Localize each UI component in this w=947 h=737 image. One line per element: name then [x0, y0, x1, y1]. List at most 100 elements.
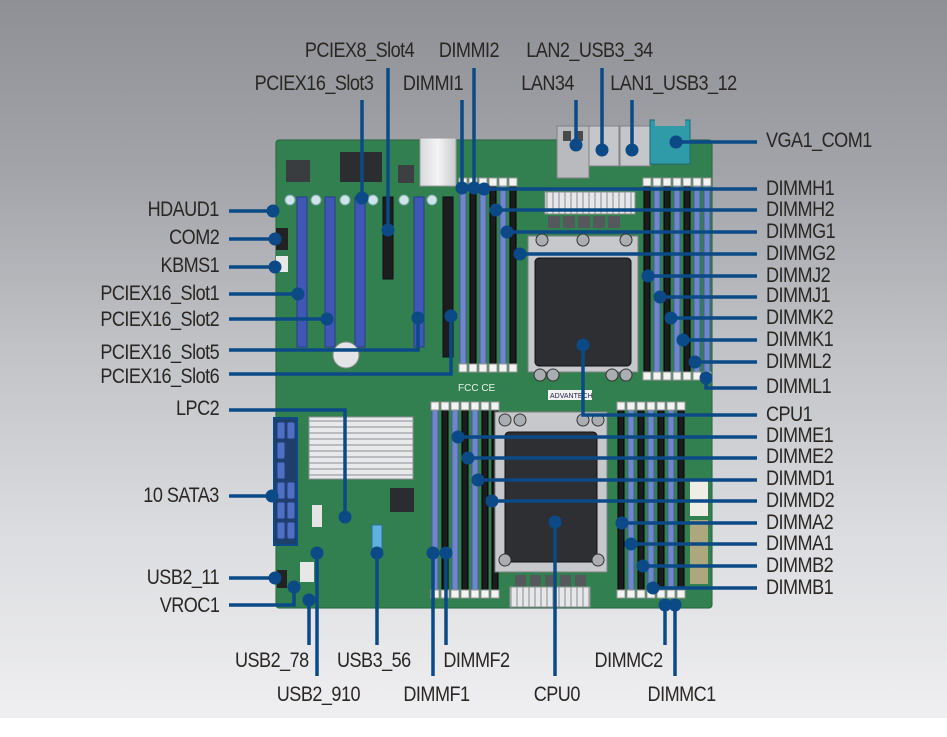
brand-marking: ADVANTECH — [550, 393, 593, 400]
label-pciex8-slot4: PCIEX8_Slot4 — [304, 39, 415, 62]
label-dimmc2: DIMMC2 — [594, 649, 664, 672]
dimm-bot-left-latch — [430, 401, 440, 411]
label-pciex16-slot2: PCIEX16_Slot2 — [100, 308, 219, 331]
sata-port — [276, 441, 286, 460]
leader-dot-dimma2 — [615, 516, 629, 530]
leader-dot-dimml2 — [688, 355, 702, 369]
dimm-top-left-latch — [488, 177, 498, 187]
dimm-bot-right-latch — [666, 401, 676, 411]
leader-line-lpc2 — [229, 408, 347, 517]
pcie-slot2 — [324, 196, 336, 348]
dimm-bot-right-latch — [646, 401, 656, 411]
leader-dot-dimmg1 — [500, 225, 514, 239]
dimm-bot-left-latch — [460, 589, 470, 599]
label-usb2-11: USB2_11 — [146, 566, 220, 589]
dimm-bot-left-latch — [450, 589, 460, 599]
dimm-bot-left-latch — [430, 589, 440, 599]
sata-port — [276, 521, 286, 540]
label-hdaud1: HDAUD1 — [147, 198, 220, 221]
label-dimmi2: DIMMI2 — [438, 39, 500, 62]
dimm-top-left-latch — [498, 177, 508, 187]
vrm-heatsink-bottom — [509, 586, 591, 608]
label-dimml1: DIMML1 — [766, 375, 832, 398]
pch-heatsink — [308, 416, 414, 480]
dimm-top-left-latch — [458, 363, 468, 373]
label-lan2-usb3-34: LAN2_USB3_34 — [526, 39, 653, 62]
leader-dot-pciex8-slot4 — [381, 223, 395, 237]
dimm-top-right-latch — [702, 177, 712, 187]
leader-dot-vroc1 — [287, 580, 301, 594]
leader-dot-dimmh1 — [477, 182, 491, 196]
leader-dot-dimmj1 — [653, 290, 667, 304]
label-pciex16-slot6: PCIEX16_Slot6 — [100, 365, 219, 388]
leader-dot-lan2-usb3-34 — [595, 143, 609, 157]
label-dimma2: DIMMA2 — [766, 511, 834, 534]
leader-line-dimml1 — [704, 378, 757, 390]
leader-dot-dimmk1 — [676, 333, 690, 347]
dimm-top-left-slot — [459, 185, 467, 365]
leader-dot-lpc2 — [338, 510, 352, 524]
pcie-slot1 — [296, 196, 308, 348]
dimm-bot-left-latch — [450, 401, 460, 411]
dimm-bot-right-latch — [626, 589, 636, 599]
label-dimmc1: DIMMC1 — [647, 683, 717, 706]
dimm-top-left-slot — [469, 185, 477, 365]
dimm-bot-right-latch — [616, 589, 626, 599]
label-dimmb1: DIMMB1 — [766, 576, 834, 599]
label-vroc1: VROC1 — [159, 594, 219, 617]
leader-dot-hdaud1 — [266, 204, 280, 218]
dimm-top-left-latch — [488, 363, 498, 373]
leader-dot-dimmb2 — [636, 559, 650, 573]
leader-dot-usb2-910 — [310, 546, 324, 560]
leader-line-pciex16-slot5 — [229, 318, 420, 352]
dimm-top-left-slot — [509, 185, 517, 365]
leader-dot-usb3-56 — [370, 546, 384, 560]
cpu0-socket — [504, 431, 598, 563]
leader-dot-dimma1 — [624, 537, 638, 551]
label-pciex16-slot1: PCIEX16_Slot1 — [100, 282, 219, 305]
leader-dot-com2 — [268, 232, 282, 246]
sata-port — [286, 501, 296, 520]
dimm-bot-left-latch — [460, 401, 470, 411]
label-dimmd1: DIMMD1 — [766, 467, 835, 490]
diagram-background: FCC CE ADVANTECH PCIEX8_Slot4 DIMMI2 LAN… — [0, 0, 947, 718]
dimm-bot-right-latch — [656, 589, 666, 599]
dimm-bot-right-latch — [636, 589, 646, 599]
leader-dot-dimme1 — [451, 430, 465, 444]
small-heatsink — [419, 137, 457, 187]
leader-dot-sata3 — [265, 489, 279, 503]
label-dimmg1: DIMMG1 — [766, 220, 836, 243]
leader-dot-dimmc1 — [668, 598, 682, 612]
label-dimma1: DIMMA1 — [766, 532, 834, 555]
label-dimme1: DIMME1 — [766, 424, 834, 447]
label-dimmi1: DIMMI1 — [402, 72, 464, 95]
label-usb2-78: USB2_78 — [234, 649, 309, 672]
leader-dot-pciex16-slot5 — [411, 311, 425, 325]
dimm-top-left-slot — [479, 185, 487, 365]
label-pciex16-slot5: PCIEX16_Slot5 — [100, 341, 219, 364]
cmos-battery — [332, 341, 360, 369]
dimm-bot-right-latch — [676, 401, 686, 411]
label-dimme2: DIMME2 — [766, 445, 834, 468]
label-10-sata3: 10 SATA3 — [143, 484, 219, 507]
dimm-bot-right-latch — [626, 401, 636, 411]
label-dimmf1: DIMMF1 — [403, 683, 470, 706]
leader-dot-lan34 — [569, 138, 583, 152]
leader-dot-dimmf1 — [426, 546, 440, 560]
dimm-top-right-latch — [672, 177, 682, 187]
sata-port — [276, 461, 286, 480]
dimm-top-right-latch — [662, 177, 672, 187]
leader-dot-usb2-11 — [268, 571, 282, 585]
pcie-slot6 — [442, 196, 454, 358]
leader-dot-pciex16-slot2 — [320, 312, 334, 326]
dimm-bot-right-latch — [656, 401, 666, 411]
leader-dot-cpu0 — [548, 515, 562, 529]
sata-port — [276, 421, 286, 440]
motherboard-illustration: FCC CE ADVANTECH — [229, 68, 757, 676]
leader-dot-dimmc2 — [658, 598, 672, 612]
label-usb3-56: USB3_56 — [336, 649, 411, 672]
label-kbms1: KBMS1 — [160, 254, 219, 277]
label-vga1-com1: VGA1_COM1 — [766, 129, 872, 152]
dimm-bot-left-latch — [470, 589, 480, 599]
sata-port — [286, 481, 296, 500]
